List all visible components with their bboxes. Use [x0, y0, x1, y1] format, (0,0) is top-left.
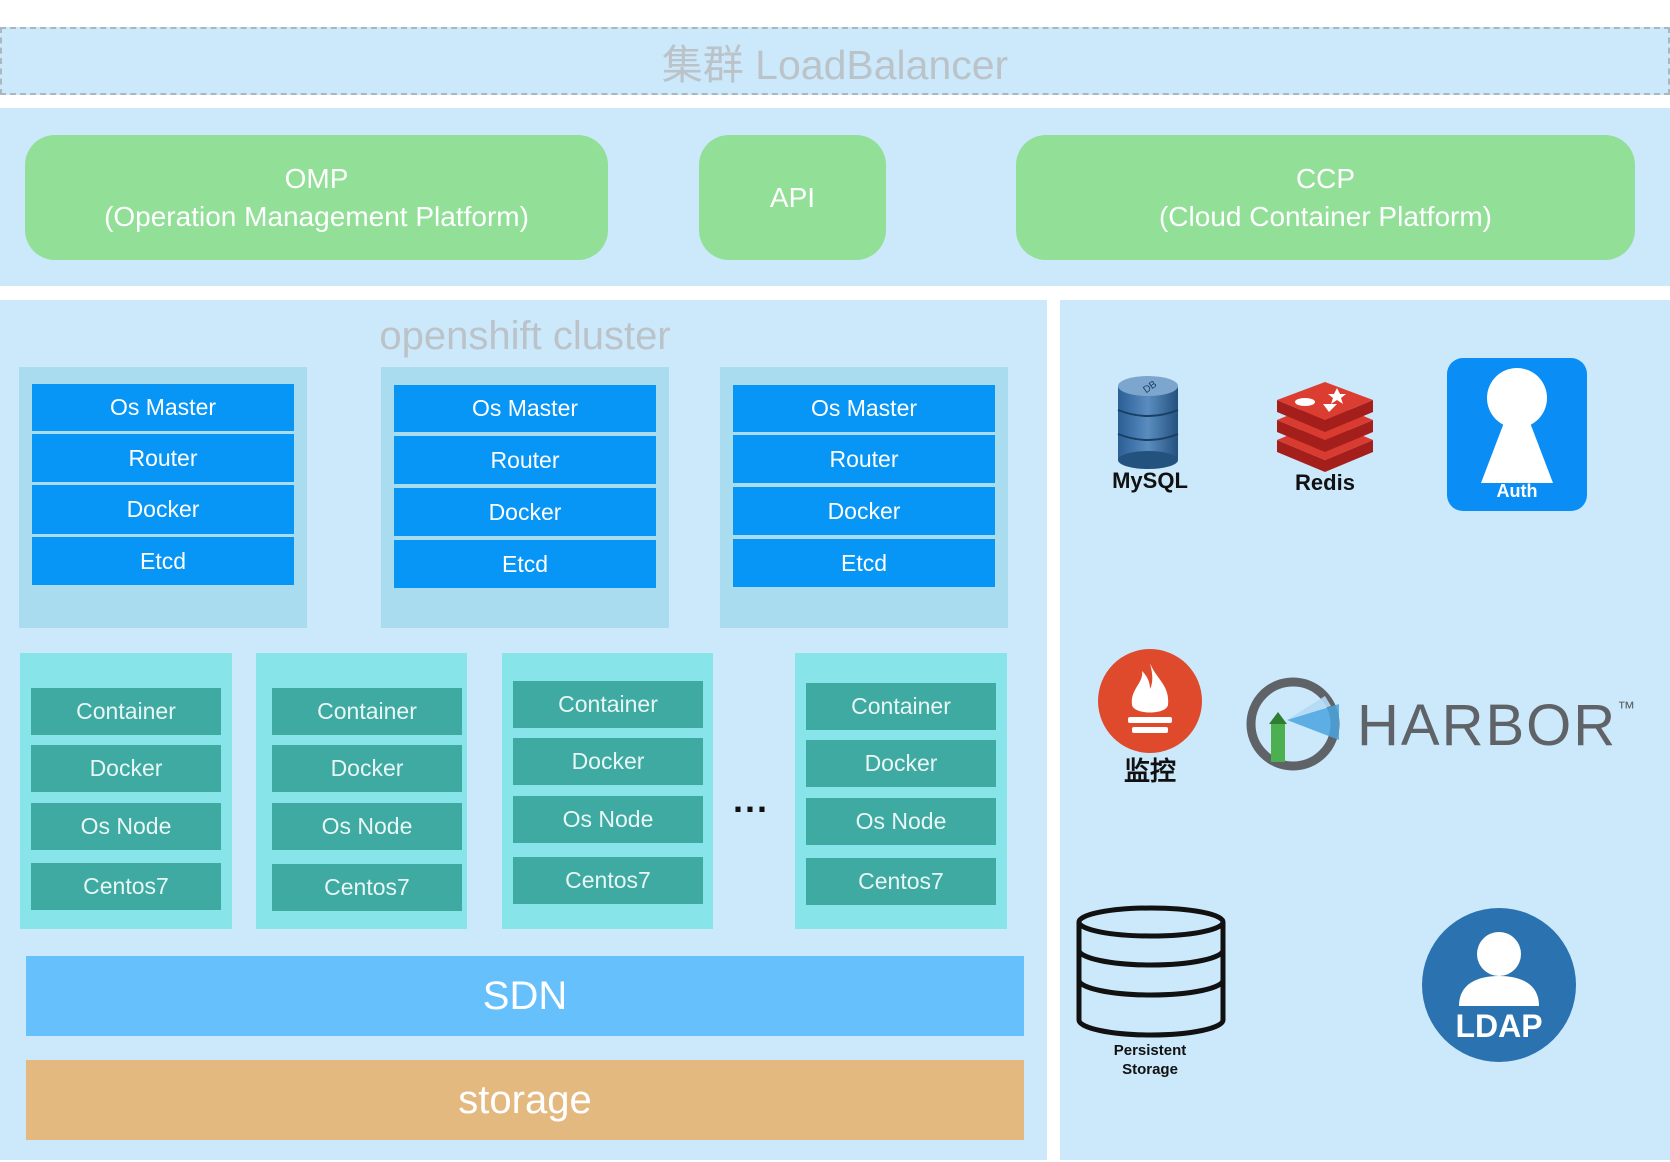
- node-row-centos7: Centos7: [513, 857, 703, 904]
- node-row-container: Container: [31, 688, 221, 735]
- load-balancer-label: 集群 LoadBalancer: [661, 42, 1009, 88]
- redis-label: Redis: [1295, 470, 1355, 495]
- mysql-icon: DB: [1108, 372, 1188, 472]
- node-row-docker: Docker: [513, 738, 703, 785]
- prometheus-monitor-icon: [1098, 649, 1202, 753]
- storage-layer: storage: [26, 1060, 1024, 1140]
- ccp-subtitle: (Cloud Container Platform): [1158, 200, 1493, 232]
- harbor-trademark: ™: [1617, 698, 1638, 718]
- master-row-router: Router: [394, 436, 656, 484]
- persistent-storage-icon: [1073, 902, 1229, 1040]
- auth-icon: [1447, 358, 1587, 511]
- api-label: API: [769, 181, 816, 213]
- more-nodes-ellipsis: ...: [732, 779, 769, 820]
- load-balancer-band: 集群 LoadBalancer: [0, 27, 1670, 95]
- sdn-layer: SDN: [26, 956, 1024, 1036]
- node-row-os-node: Os Node: [31, 803, 221, 850]
- redis-icon: [1273, 378, 1377, 474]
- node-row-container: Container: [806, 683, 996, 730]
- ccp-box: CCP (Cloud Container Platform): [1016, 135, 1635, 260]
- node-row-os-node: Os Node: [272, 803, 462, 850]
- master-row-os-master: Os Master: [32, 384, 294, 431]
- omp-box: OMP (Operation Management Platform): [25, 135, 608, 260]
- master-row-etcd: Etcd: [394, 540, 656, 588]
- mysql-label: MySQL: [1112, 468, 1188, 493]
- master-row-etcd: Etcd: [733, 539, 995, 587]
- auth-label: Auth: [1496, 480, 1538, 501]
- node-row-container: Container: [513, 681, 703, 728]
- harbor-label: HARBOR: [1357, 693, 1618, 758]
- master-row-docker: Docker: [394, 488, 656, 536]
- node-row-centos7: Centos7: [31, 863, 221, 910]
- ccp-title: CCP: [1295, 162, 1356, 194]
- persistent-storage-label-line1: Persistent: [1113, 1041, 1187, 1059]
- cluster-title: openshift cluster: [379, 313, 671, 358]
- node-row-docker: Docker: [806, 740, 996, 787]
- node-row-centos7: Centos7: [272, 864, 462, 911]
- node-row-docker: Docker: [272, 745, 462, 792]
- node-row-centos7: Centos7: [806, 858, 996, 905]
- harbor-wordmark: HARBOR™: [1357, 692, 1635, 758]
- omp-title: OMP: [284, 162, 349, 194]
- master-row-docker: Docker: [733, 487, 995, 535]
- node-row-container: Container: [272, 688, 462, 735]
- omp-subtitle: (Operation Management Platform): [104, 200, 529, 232]
- master-row-os-master: Os Master: [394, 385, 656, 432]
- node-row-os-node: Os Node: [513, 796, 703, 843]
- api-box: API: [699, 135, 886, 260]
- master-row-docker: Docker: [32, 485, 294, 534]
- harbor-logo-icon: [1245, 676, 1341, 772]
- node-row-os-node: Os Node: [806, 798, 996, 845]
- master-row-os-master: Os Master: [733, 385, 995, 432]
- persistent-storage-label-line2: Storage: [1122, 1060, 1178, 1078]
- master-row-etcd: Etcd: [32, 537, 294, 585]
- monitor-label: 监控: [1123, 755, 1176, 786]
- master-row-router: Router: [733, 435, 995, 483]
- ldap-icon: [1422, 908, 1576, 1062]
- ldap-label: LDAP: [1455, 1007, 1543, 1044]
- node-row-docker: Docker: [31, 745, 221, 792]
- master-row-router: Router: [32, 434, 294, 482]
